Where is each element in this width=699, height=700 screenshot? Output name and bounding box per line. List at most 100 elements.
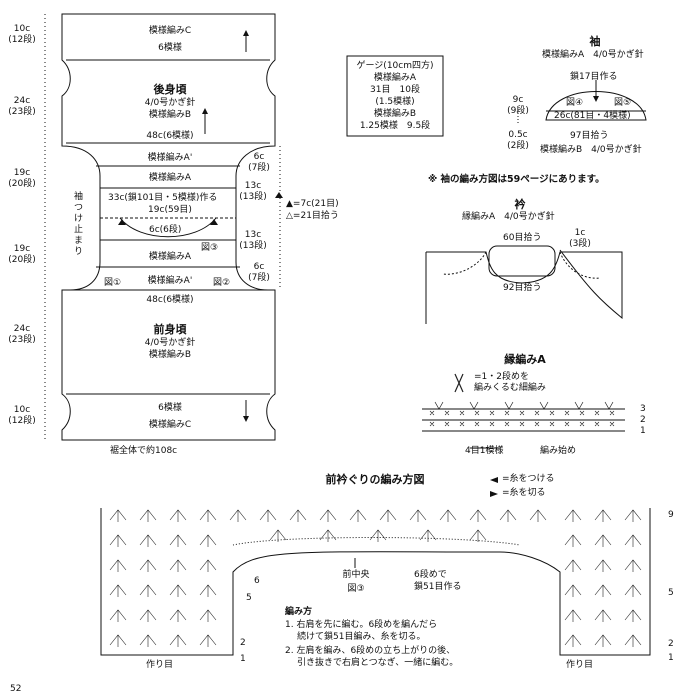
dim-rows: (20段): [8, 255, 36, 265]
dim-cm: 6c: [253, 262, 265, 272]
dim-label: 19c(20段): [4, 244, 40, 266]
triangle-legend-filled: ▲=7c(21目): [286, 199, 339, 210]
sleeve-subtitle: 模様編みA 4/0号かぎ針: [542, 50, 644, 60]
triangle-outline-icon: △: [286, 211, 293, 221]
dim-cm: 13c: [244, 230, 262, 240]
row-pattern-a-top: 模様編みA: [148, 173, 192, 183]
collar-title: 衿: [514, 198, 526, 211]
chain-start-right: 作り目: [566, 660, 594, 670]
row-num-left: 6: [254, 576, 260, 586]
dim-rows: (13段): [239, 241, 267, 251]
sleeve-dome: [545, 91, 647, 121]
collar-bottom-pick: 92目拾う: [503, 283, 542, 293]
gauge-line: 模様編みB: [373, 109, 417, 119]
right-dim: 6c(7段): [244, 152, 274, 174]
dim-cm: 6c: [253, 152, 265, 162]
markers: [118, 30, 599, 497]
gauge-line: 1.25模様 9.5段: [359, 121, 431, 131]
dim-label: 10c(12段): [4, 405, 40, 427]
edge-note-2: 編みくるむ細編み: [474, 383, 546, 393]
right-dim: 13c(13段): [238, 230, 268, 252]
sleeve-note: ※ 袖の編み方図は59ページにあります。: [428, 174, 605, 185]
dim-rows: (3段): [569, 239, 591, 249]
dim-rows: (7段): [248, 163, 270, 173]
dim-cm: 10c: [13, 405, 31, 415]
fig2-label: 図②: [213, 278, 231, 288]
row-pattern-a-prime-top: 模様編みA': [147, 153, 193, 163]
stitch-texture-right: [564, 509, 642, 647]
stitch-texture-middle: [259, 509, 547, 542]
row-num-left: 2: [240, 638, 246, 648]
collar-depth: 1c(3段): [565, 228, 595, 250]
stitch-texture-left: [109, 509, 247, 647]
front-width: 48c(6模様): [146, 295, 194, 305]
front-bottom-repeat: 6模様: [158, 403, 182, 413]
sleeve-title: 袖: [589, 35, 601, 48]
row-pattern-a-prime-bottom: 模様編みA': [147, 276, 193, 286]
edge-title: 縁編みA: [504, 353, 546, 366]
gauge-line: (1.5模様): [375, 97, 415, 107]
triangle-filled-icon: ▲: [286, 199, 293, 209]
row-pattern-a-bottom: 模様編みA: [148, 252, 192, 262]
row6-note-2: 鎖51目作る: [414, 582, 462, 592]
method-step: 続けて鎖51目編み、糸を切る。: [297, 632, 426, 642]
sleeve-pick: 97目拾う: [570, 131, 609, 141]
legend-cut: =糸を切る: [502, 488, 546, 498]
row-num-right: 1: [668, 653, 674, 663]
sleeve-cuff: 0.5c(2段): [502, 130, 534, 152]
row-num-left: 5: [246, 593, 252, 603]
dim-rows: (23段): [8, 107, 36, 117]
dim-cm: 19c: [13, 168, 31, 178]
back-body-title: 後身頃: [153, 83, 187, 96]
row-num-right: 9: [668, 510, 674, 520]
front-neck-chart-outline: [100, 508, 651, 656]
front-pattern: 模様編みB: [148, 350, 192, 360]
legend-text: =7c(21目): [292, 199, 339, 209]
triangle-legend-outline: △=21目拾う: [286, 211, 339, 222]
sleeve-chain: 鎖17目作る: [570, 72, 618, 82]
dim-cm: 10c: [13, 24, 31, 34]
dim-cm: 0.5c: [508, 130, 528, 140]
edge-note-1: =1・2段めを: [474, 372, 529, 382]
sleeve-opening-label: 袖つけ止まり: [74, 192, 84, 257]
dim-cm: 1c: [574, 228, 586, 238]
dim-rows: (12段): [8, 35, 36, 45]
dim-cm: 24c: [13, 96, 31, 106]
gauge-line: 31目 10段: [370, 85, 420, 95]
dim-rows: (2段): [507, 141, 529, 151]
dim-rows: (23段): [8, 335, 36, 345]
dim-label: 24c(23段): [4, 324, 40, 346]
dim-cm: 24c: [13, 324, 31, 334]
back-top-repeat: 6模様: [158, 43, 182, 53]
dim-label: 24c(23段): [4, 96, 40, 118]
front-neck-title: 前衿ぐりの編み方図: [325, 473, 425, 486]
row-num-right: 5: [668, 588, 674, 598]
method-step: 1. 右肩を先に編む。6段めを編んだら: [285, 620, 438, 630]
neckline-curve: [119, 217, 217, 238]
front-body-title: 前身頃: [153, 323, 187, 336]
legend-attach: =糸をつける: [502, 474, 555, 484]
dim-rows: (20段): [8, 179, 36, 189]
method-step: 2. 左肩を編み、6段めの立ち上がりの後、: [285, 646, 456, 656]
neck-depth: 6c(6段): [149, 225, 182, 235]
gauge-box: ゲージ(10cm四方) 模様編みA 31目 10段 (1.5模様) 模様編みB …: [347, 60, 443, 132]
sleeve-bottom-pattern: 模様編みB 4/0号かぎ針: [540, 145, 642, 155]
dim-rows: (9段): [507, 106, 529, 116]
right-dim: 6c(7段): [244, 262, 274, 284]
back-needle: 4/0号かぎ針: [144, 98, 196, 108]
page-number: 52: [10, 684, 22, 694]
back-width: 48c(6模様): [146, 131, 194, 141]
row-num-left: 1: [240, 654, 246, 664]
dim-rows: (12段): [8, 416, 36, 426]
dim-cm: 19c: [13, 244, 31, 254]
collar-top-pick: 60目拾う: [503, 233, 542, 243]
fig5-label: 図⑤: [614, 98, 632, 108]
dim-label: 10c(12段): [4, 24, 40, 46]
method-step: 引き抜きで右肩とつなぎ、一緒に編む。: [297, 658, 459, 668]
method-title: 編み方: [285, 607, 313, 617]
front-needle: 4/0号かぎ針: [144, 338, 196, 348]
body-outline: [61, 13, 276, 441]
dim-cm: 13c: [244, 181, 262, 191]
hem-circumference: 裾全体で約108c: [110, 446, 178, 456]
